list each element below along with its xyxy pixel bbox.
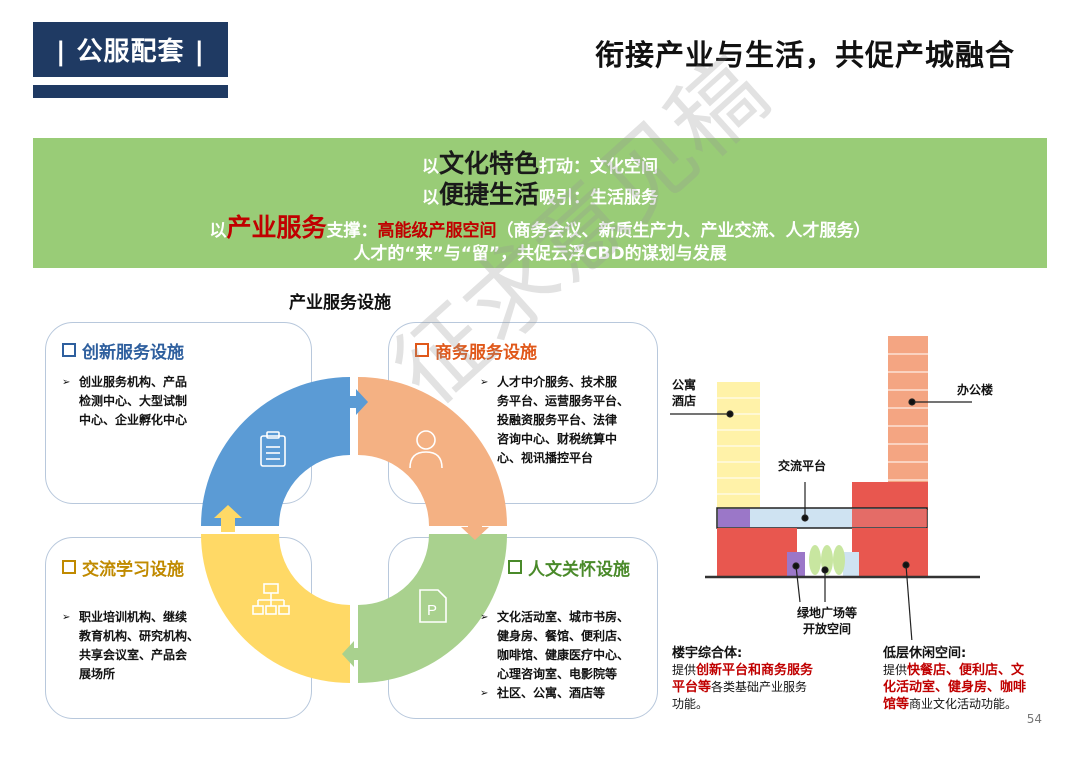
- org-chart-icon: [252, 583, 290, 615]
- innovation-title-text: 创新服务设施: [82, 343, 184, 363]
- building-diagram: [670, 336, 980, 640]
- tree-icons: [809, 545, 845, 575]
- page-title: 衔接产业与生活，共促产城融合: [594, 38, 1015, 72]
- checkbox-square-icon: [415, 343, 429, 357]
- banner-line-2-verb: 吸引：: [539, 188, 590, 208]
- wheel-segment-orange: [358, 377, 507, 526]
- list-item: 文化活动室、城市书房、健身房、餐馆、便利店、咖啡馆、健康医疗中心、心理咨询室、电…: [480, 608, 660, 684]
- banner-line-1-verb: 打动：: [539, 157, 590, 177]
- checkbox-square-icon: [62, 343, 76, 357]
- platform-red: [852, 509, 927, 527]
- leisure-description: 低层休闲空间: 提供快餐店、便利店、文 化活动室、健身房、咖啡 馆等商业文化活动…: [883, 646, 1027, 712]
- banner-line-4: 人才的“来”与“留”，共促云浮CBD的谋划与发展: [353, 244, 727, 264]
- label-apartment-hotel: 公寓酒店: [672, 378, 697, 408]
- list-item: 社区、公寓、酒店等: [480, 684, 660, 703]
- banner-line-2-emphasis: 便捷生活: [438, 180, 539, 209]
- small-blue-block: [843, 552, 859, 576]
- checkbox-square-icon: [508, 560, 522, 574]
- checkbox-square-icon: [62, 560, 76, 574]
- label-office: 办公楼: [957, 383, 994, 397]
- list-item: 人才中介服务、技术服务平台、运营服务平台、投融资服务平台、法律咨询中心、财税统算…: [480, 373, 655, 468]
- summary-banner: 以文化特色打动：文化空间 以便捷生活吸引：生活服务 以产业服务支撑：高能级产服空…: [33, 138, 1047, 268]
- header-underline-bar: [33, 85, 228, 98]
- wheel-segment-blue: [201, 377, 350, 526]
- complex-title: 楼宇综合体:: [672, 646, 743, 661]
- banner-line-2: 以便捷生活吸引：生活服务: [33, 175, 1047, 211]
- lower-left-block: [717, 528, 797, 576]
- leisure-title: 低层休闲空间:: [883, 646, 967, 661]
- complex-description: 楼宇综合体: 提供创新平台和商务服务 平台等各类基础产业服务 功能。: [672, 646, 814, 711]
- svg-text:P: P: [427, 602, 437, 619]
- banner-line-3: 以产业服务支撑：高能级产服空间（商务会议、新质生产力、产业交流、人才服务）: [33, 208, 1047, 244]
- clipboard-icon: [260, 431, 286, 467]
- apartment-tower: [717, 382, 760, 528]
- wheel-segment-green: [358, 534, 507, 683]
- platform-purple: [718, 509, 750, 527]
- business-list: 人才中介服务、技术服务平台、运营服务平台、投融资服务平台、法律咨询中心、财税统算…: [480, 373, 655, 468]
- exchange-title: 交流学习设施: [62, 555, 184, 580]
- document-p-icon: P: [419, 589, 447, 623]
- podium-red-right: [852, 482, 928, 510]
- person-icon: [409, 430, 443, 469]
- page-number: 54: [1026, 712, 1042, 726]
- culture-title-text: 人文关怀设施: [528, 560, 630, 580]
- innovation-title: 创新服务设施: [62, 338, 184, 363]
- section-label: | 公服配套 |: [33, 22, 228, 77]
- culture-list: 文化活动室、城市书房、健身房、餐馆、便利店、咖啡馆、健康医疗中心、心理咨询室、电…: [480, 608, 660, 703]
- office-tower: [888, 336, 928, 504]
- banner-line-3-red: 高能级产服空间: [377, 221, 497, 241]
- culture-title: 人文关怀设施: [508, 555, 630, 580]
- arrow-right-icon: [340, 389, 368, 415]
- label-exchange-platform: 交流平台: [778, 459, 827, 473]
- lower-right-block: [852, 528, 928, 576]
- banner-line-1-prefix: 以: [421, 157, 439, 177]
- banner-line-1-rest: 文化空间: [590, 157, 658, 177]
- banner-line-2-prefix: 以: [421, 188, 439, 208]
- banner-line-2-rest: 生活服务: [590, 188, 658, 208]
- arrow-down-icon: [461, 512, 489, 540]
- banner-line-3-prefix: 以: [209, 221, 227, 241]
- banner-line-1: 以文化特色打动：文化空间: [33, 144, 1047, 180]
- exchange-title-text: 交流学习设施: [82, 560, 184, 580]
- banner-line-3-verb: 支撑：: [326, 221, 378, 241]
- banner-line-1-emphasis: 文化特色: [438, 149, 539, 178]
- arrow-up-icon: [214, 505, 242, 532]
- banner-line-3-rest: （商务会议、新质生产力、产业交流、人才服务）: [496, 221, 871, 241]
- label-green-plaza: 绿地广场等开放空间: [797, 606, 858, 636]
- banner-line-3-emphasis: 产业服务: [226, 213, 327, 242]
- section-title: 产业服务设施: [289, 293, 391, 313]
- business-title: 商务服务设施: [415, 338, 537, 363]
- business-title-text: 商务服务设施: [435, 343, 537, 363]
- arrow-left-icon: [342, 641, 370, 667]
